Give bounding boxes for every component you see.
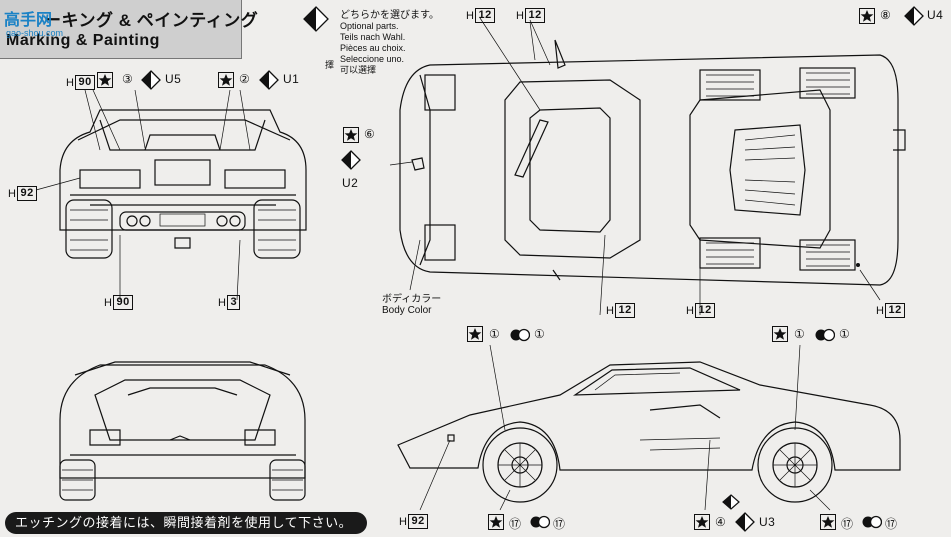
callout-17-d: ⑰ xyxy=(885,517,898,531)
star-decal-icon xyxy=(488,514,504,530)
star-decal-icon xyxy=(694,514,710,530)
alternative-choice-icon xyxy=(303,6,329,32)
body-color-label: ボディカラー Body Color xyxy=(382,294,442,316)
callout-u5: U5 xyxy=(165,72,182,86)
callout-u3: U3 xyxy=(759,515,776,529)
side-view-drawing xyxy=(397,344,901,511)
callout-1-rear-a: ① xyxy=(794,327,806,341)
callout-u4: U4 xyxy=(927,8,944,22)
callout-4: ④ xyxy=(715,515,727,529)
star-decal-icon xyxy=(820,514,836,530)
title-japanese: ーキング & ペインティング xyxy=(44,11,259,30)
callout-6: ⑥ xyxy=(364,127,376,141)
callout-17-a: ⑰ xyxy=(509,517,522,531)
alternative-choice-icon xyxy=(341,150,361,170)
top-view-drawing xyxy=(389,17,906,316)
alternative-choice-icon xyxy=(735,512,755,532)
title-box xyxy=(0,0,242,59)
alternative-choice-icon xyxy=(722,494,740,510)
callout-1-front-b: ① xyxy=(534,327,546,341)
callout-u2: U2 xyxy=(342,176,359,190)
alternative-choice-icon xyxy=(904,6,924,26)
callout-17-b: ⑰ xyxy=(553,517,566,531)
title-english: Marking & Painting xyxy=(6,32,160,49)
callout-3: ③ xyxy=(122,72,134,86)
star-decal-icon xyxy=(772,326,788,342)
watermark-url: gao-shou.com xyxy=(6,28,64,38)
star-decal-icon xyxy=(467,326,483,342)
callout-2: ② xyxy=(239,72,251,86)
watermark-logo: 高手网 xyxy=(4,12,53,29)
callout-u1: U1 xyxy=(283,72,300,86)
choice-note-extra: 擇 xyxy=(325,60,335,70)
callout-8: ⑧ xyxy=(880,8,892,22)
alternative-choice-icon xyxy=(259,70,279,90)
decal-sheet-icon xyxy=(530,515,550,529)
star-decal-icon xyxy=(343,127,359,143)
star-decal-icon xyxy=(218,72,234,88)
star-decal-icon xyxy=(859,8,875,24)
rear-view-drawing xyxy=(35,89,307,301)
callout-1-rear-b: ① xyxy=(839,327,851,341)
footer-note: エッチングの接着には、瞬間接着剤を使用して下さい。 xyxy=(5,512,367,534)
choice-note: どちらかを選びます。 Optional parts. Teils nach Wa… xyxy=(340,10,439,75)
star-decal-icon xyxy=(97,72,113,88)
alternative-choice-icon xyxy=(141,70,161,90)
callout-1-front-a: ① xyxy=(489,327,501,341)
callout-17-c: ⑰ xyxy=(841,517,854,531)
decal-sheet-icon xyxy=(815,328,835,342)
decal-sheet-icon xyxy=(862,515,882,529)
decal-sheet-icon xyxy=(510,328,530,342)
front-view-drawing xyxy=(59,361,306,501)
